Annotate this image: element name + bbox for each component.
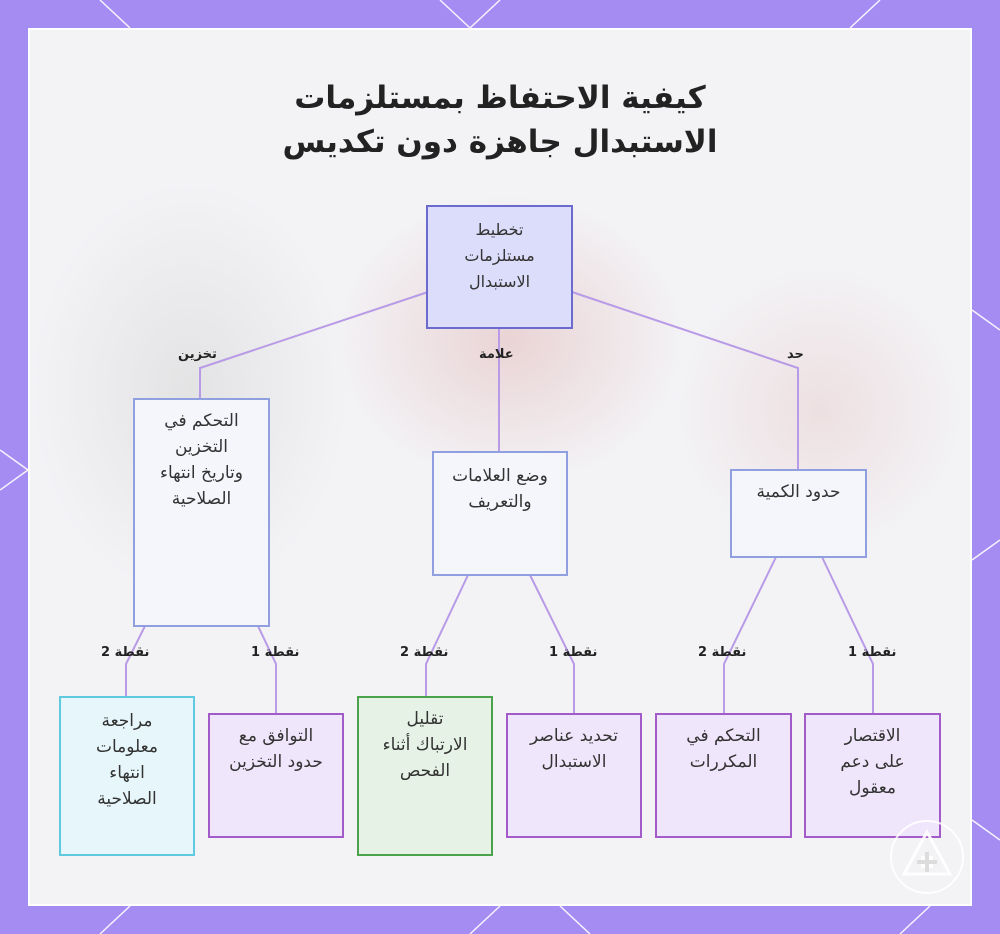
connector-storage-p2: [125, 625, 146, 697]
labeling-node-text: وضع العلامات والتعريف: [452, 466, 548, 512]
root-node-text: تخطيط مستلزمات الاستبدال: [464, 220, 535, 291]
title-line-2: الاستبدال جاهزة دون تكديس: [282, 124, 718, 160]
connector-limit-p1: [821, 556, 874, 714]
watermark-logo-icon: [890, 820, 964, 894]
reasonable-support-node-text: الاقتصار على دعم معقول: [840, 726, 905, 798]
edge-label-storage: تخزين: [178, 347, 217, 362]
storage-limits-node: التوافق مع حدود التخزين: [208, 713, 344, 838]
connector-limit: [571, 291, 799, 470]
control-duplicates-node-text: التحكم في المكررات: [686, 726, 761, 772]
edge-label-quantity-p2: نقطة 2: [698, 645, 747, 660]
edge-label-storage-p1: نقطة 1: [251, 645, 300, 660]
connector-storage: [199, 291, 429, 398]
edge-label-labeling-p1: نقطة 1: [549, 645, 598, 660]
expiry-review-node: مراجعة معلومات انتهاء الصلاحية: [59, 696, 195, 856]
connector-label-p1: [529, 574, 575, 714]
control-duplicates-node: التحكم في المكررات: [655, 713, 792, 838]
storage-limits-node-text: التوافق مع حدود التخزين: [229, 726, 323, 772]
quantity-node-text: حدود الكمية: [756, 482, 841, 502]
reasonable-support-node: الاقتصار على دعم معقول: [804, 713, 941, 838]
root-node: تخطيط مستلزمات الاستبدال: [426, 205, 573, 329]
edge-label-labeling-p2: نقطة 2: [400, 645, 449, 660]
diagram-title: كيفية الاحتفاظ بمستلزمات الاستبدال جاهزة…: [0, 76, 1000, 164]
reduce-confusion-node-text: تقليل الارتباك أثناء الفحص: [382, 709, 468, 781]
storage-node-text: التحكم في التخزين وتاريخ انتهاء الصلاحية: [159, 411, 244, 509]
labeling-node: وضع العلامات والتعريف: [432, 451, 568, 576]
edge-label-quantity-p1: نقطة 1: [848, 645, 897, 660]
quantity-node: حدود الكمية: [730, 469, 867, 558]
title-line-1: كيفية الاحتفاظ بمستلزمات: [294, 80, 706, 116]
storage-node: التحكم في التخزين وتاريخ انتهاء الصلاحية: [133, 398, 270, 627]
identify-items-node: تحديد عناصر الاستبدال: [506, 713, 642, 838]
connector-storage-p1: [257, 625, 277, 714]
connector-label-p2: [425, 574, 469, 697]
expiry-review-node-text: مراجعة معلومات انتهاء الصلاحية: [95, 711, 158, 809]
reduce-confusion-node: تقليل الارتباك أثناء الفحص: [357, 696, 493, 856]
edge-label-labeling: علامة: [479, 347, 514, 362]
edge-label-limit: حد: [787, 347, 804, 362]
connector-limit-p2: [723, 556, 777, 714]
edge-label-storage-p2: نقطة 2: [101, 645, 150, 660]
identify-items-node-text: تحديد عناصر الاستبدال: [530, 726, 618, 772]
